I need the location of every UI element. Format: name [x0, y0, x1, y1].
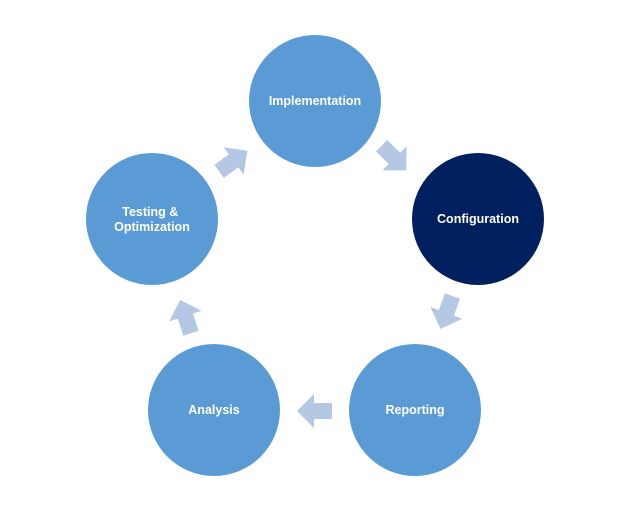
node-implementation-circle [249, 35, 381, 167]
node-configuration-label: Configuration [437, 212, 519, 226]
arrow-implementation-to-configuration [376, 140, 407, 171]
node-configuration-circle [412, 153, 544, 285]
node-implementation: Implementation [249, 35, 381, 167]
node-testing-line-1: Testing & [122, 205, 178, 219]
node-testing-optimization: Testing & Optimization [86, 153, 218, 285]
node-analysis: Analysis [148, 344, 280, 476]
node-configuration: Configuration [412, 153, 544, 285]
arrow-testing-to-implementation [214, 147, 248, 178]
node-analysis-circle [148, 344, 280, 476]
arrow-analysis-to-testing [169, 299, 202, 336]
node-implementation-label: Implementation [269, 94, 361, 108]
arrow-reporting-to-analysis [297, 394, 332, 428]
node-analysis-label: Analysis [188, 403, 239, 417]
node-reporting-label: Reporting [385, 403, 444, 417]
node-testing-line-2: Optimization [114, 220, 190, 234]
connector-arrows [169, 140, 463, 428]
node-testing-optimization-circle [86, 153, 218, 285]
arrow-configuration-to-reporting [430, 293, 463, 329]
node-testing-optimization-label: Testing & Optimization [114, 205, 190, 234]
node-reporting-circle [349, 344, 481, 476]
node-reporting: Reporting [349, 344, 481, 476]
